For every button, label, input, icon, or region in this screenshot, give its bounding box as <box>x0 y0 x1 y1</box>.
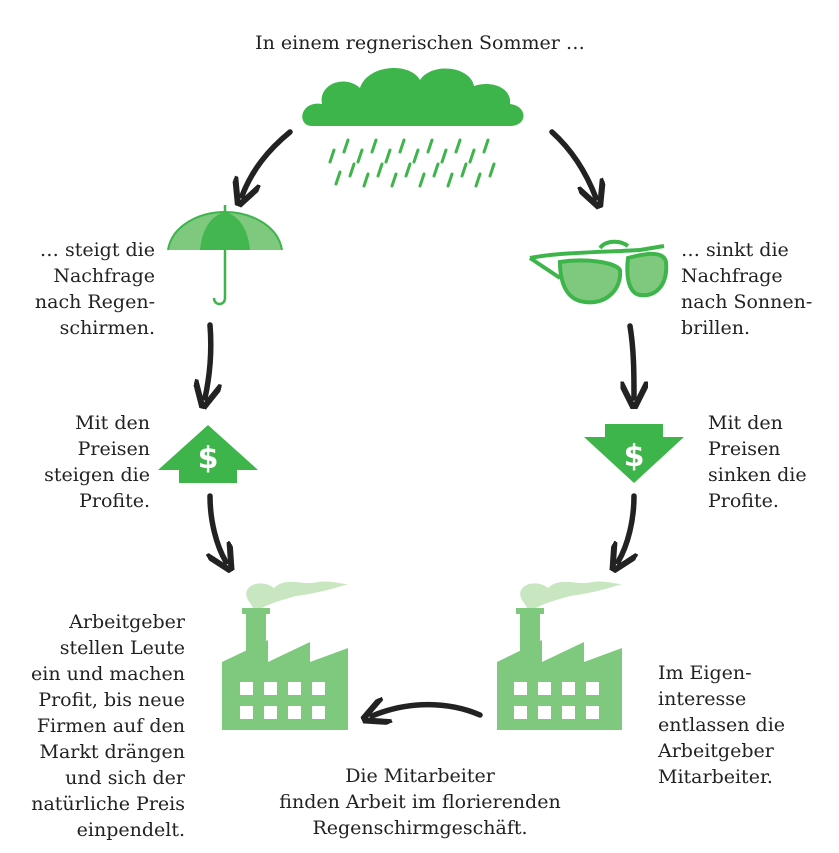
text-line: steigen die <box>44 464 150 486</box>
text-line: Regenschirmgeschäft. <box>312 817 528 839</box>
bottom-text: Die Mitarbeiter finden Arbeit im floriere… <box>230 763 610 841</box>
text-line: … sinkt die <box>681 239 789 261</box>
arrow-price-down-to-factory-right <box>618 493 634 562</box>
left-dollar-sign: $ <box>198 441 219 476</box>
text-line: einpendelt. <box>76 819 185 841</box>
text-line: Mit den <box>75 412 150 434</box>
text-line: Nachfrage <box>53 265 155 287</box>
price-down-arrow-icon <box>584 424 684 483</box>
factory-left-icon <box>222 581 348 730</box>
text-line: ein und machen <box>31 663 185 685</box>
right-dollar-sign: $ <box>624 439 645 474</box>
sunglasses-icon <box>528 239 669 305</box>
text-line: Mitarbeiter. <box>658 766 773 788</box>
text-line: Profite. <box>79 490 150 512</box>
umbrella-icon <box>167 205 283 306</box>
arrow-cloud-to-sunglasses <box>549 129 596 198</box>
text-line: Die Mitarbeiter <box>345 765 495 787</box>
text-line: natürliche Preis <box>31 793 185 815</box>
text-line: Profit, bis neue <box>38 689 185 711</box>
arrow-factory-right-to-factory-left <box>372 705 483 716</box>
rain-cloud-icon <box>302 68 524 188</box>
text-line: finden Arbeit im florierenden <box>279 791 561 813</box>
text-line: brillen. <box>681 317 750 339</box>
text-line: Preisen <box>708 438 781 460</box>
title: In einem regnerischen Sommer … <box>255 32 585 54</box>
text-line: Im Eigen- <box>658 662 752 684</box>
text-line: Nachfrage <box>681 265 783 287</box>
price-up-arrow-icon <box>158 425 258 483</box>
text-line: sinken die <box>708 464 807 486</box>
text-line: stellen Leute <box>59 637 185 659</box>
factory-right-icon <box>497 581 622 730</box>
arrow-cloud-to-umbrella <box>242 129 293 196</box>
text-line: entlassen die <box>658 714 786 736</box>
text-line: nach Regen- <box>34 291 155 313</box>
arrow-umbrella-to-price-up <box>205 322 211 398</box>
text-line: schirmen. <box>59 317 155 339</box>
text-line: Arbeitgeber <box>69 611 185 633</box>
text-line: nach Sonnen- <box>681 291 813 313</box>
text-line: … steigt die <box>39 239 155 261</box>
text-line: Firmen auf den <box>36 715 185 737</box>
text-line: und sich der <box>65 767 185 789</box>
arrow-sunglasses-to-price-down <box>630 323 634 398</box>
text-line: Mit den <box>708 412 783 434</box>
text-line: interesse <box>658 688 747 710</box>
text-line: Preisen <box>77 438 150 460</box>
text-line: Markt drängen <box>39 741 185 763</box>
text-line: Profite. <box>708 490 779 512</box>
arrow-price-up-to-factory-left <box>210 493 226 562</box>
text-line: Arbeitgeber <box>658 740 774 762</box>
